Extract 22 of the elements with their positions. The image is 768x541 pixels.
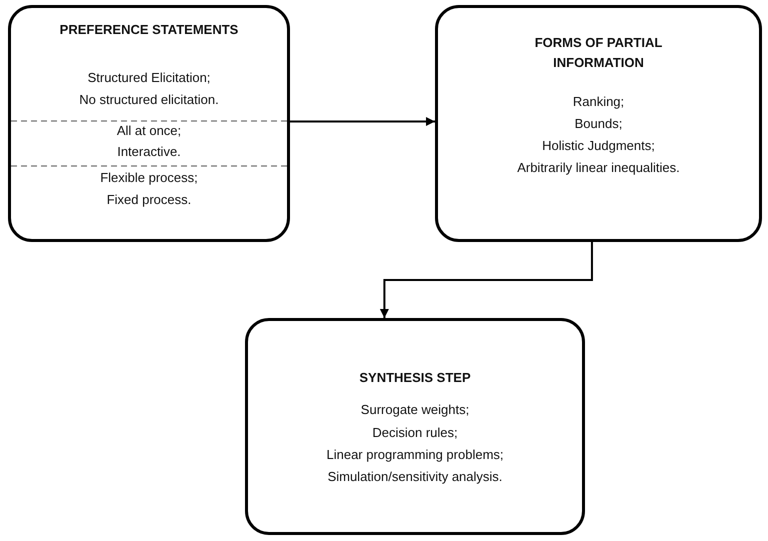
list-item: Interactive. bbox=[116, 143, 182, 161]
list-item: Linear programming problems; bbox=[325, 446, 505, 464]
list-item: Arbitrarily linear inequalities. bbox=[516, 159, 681, 177]
list-item: Holistic Judgments; bbox=[541, 137, 656, 155]
list-item: Decision rules; bbox=[371, 424, 459, 442]
list-item: Bounds; bbox=[574, 115, 624, 133]
arrow bbox=[380, 242, 593, 318]
list-item: Fixed process. bbox=[106, 191, 192, 209]
box-heading: FORMS OF PARTIAL INFORMATION bbox=[534, 34, 664, 72]
list-item: No structured elicitation. bbox=[78, 91, 220, 109]
list-item: All at once; bbox=[116, 122, 182, 140]
list-item: Structured Elicitation; bbox=[86, 69, 212, 87]
rounded-box bbox=[245, 318, 585, 535]
list-item: Ranking; bbox=[572, 93, 626, 111]
arrow bbox=[290, 117, 435, 126]
list-item: Surrogate weights; bbox=[360, 401, 470, 419]
box-heading: PREFERENCE STATEMENTS bbox=[58, 21, 240, 39]
box-heading: SYNTHESIS STEP bbox=[358, 369, 472, 387]
list-item: Simulation/sensitivity analysis. bbox=[326, 468, 504, 486]
rounded-box bbox=[8, 5, 290, 242]
list-item: Flexible process; bbox=[99, 169, 199, 187]
rounded-box bbox=[435, 5, 762, 242]
